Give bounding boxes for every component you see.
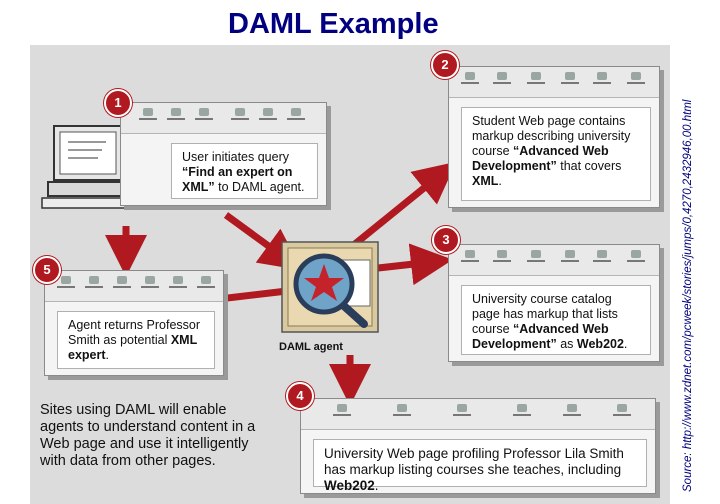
step-2-badge: 2 <box>431 51 459 79</box>
browser-toolbar <box>301 399 655 430</box>
step-text: University Web page profiling Professor … <box>324 446 624 477</box>
arrow-agent-to-3 <box>377 243 453 286</box>
step-text-bold: Web202 <box>576 337 624 351</box>
step-2-text: Student Web page contains markup describ… <box>461 107 651 201</box>
daml-agent-label: DAML agent <box>279 341 343 353</box>
step-5-text: Agent returns Professor Smith as potenti… <box>57 311 215 369</box>
step-text-bold: “Find an expert on XML” <box>182 165 293 194</box>
step-3-badge: 3 <box>432 226 460 254</box>
step-text: as <box>556 337 577 351</box>
step-text: Agent returns Professor Smith as potenti… <box>68 318 201 347</box>
step-text: that covers <box>556 159 622 173</box>
step-5-window: Agent returns Professor Smith as potenti… <box>44 270 224 376</box>
step-text-bold: Web202 <box>324 478 375 493</box>
browser-toolbar <box>121 103 326 134</box>
step-text: . <box>498 174 502 188</box>
step-2-window: Student Web page contains markup describ… <box>448 66 660 208</box>
step-text: Student Web page contains markup describ… <box>472 114 631 158</box>
step-1-badge: 1 <box>104 89 132 117</box>
step-4-text: University Web page profiling Professor … <box>313 439 647 493</box>
browser-toolbar <box>45 271 223 302</box>
step-text: to DAML agent. <box>214 180 305 194</box>
arrow-1-to-agent <box>223 212 302 271</box>
step-4-window: University Web page profiling Professor … <box>300 398 656 494</box>
arrow-agent-to-2 <box>347 161 457 251</box>
caption-text: Sites using DAML will enable agents to u… <box>40 402 256 469</box>
step-text-bold: XML <box>472 174 499 188</box>
step-3-window: University course catalog page has marku… <box>448 244 660 362</box>
step-text: User initiates query <box>182 150 289 164</box>
step-text: . <box>623 337 628 351</box>
step-text: . <box>374 478 379 493</box>
step-4-badge: 4 <box>286 382 314 410</box>
page-title: DAML Example <box>228 8 439 40</box>
step-1-window: User initiates query “Find an expert on … <box>120 102 327 206</box>
step-text: . <box>105 348 110 362</box>
step-text-bold: “Advanced Web Development” <box>472 322 609 351</box>
browser-toolbar <box>449 67 659 98</box>
step-5-badge: 5 <box>33 256 61 284</box>
daml-agent-icon <box>281 241 379 333</box>
step-1-text: User initiates query “Find an expert on … <box>171 143 318 199</box>
browser-toolbar <box>449 245 659 276</box>
step-3-text: University course catalog page has marku… <box>461 285 651 355</box>
step-text-bold: “Advanced Web Development” <box>472 144 609 173</box>
step-text-bold: XML expert <box>68 333 198 362</box>
computer-icon <box>41 125 135 209</box>
step-text: University course catalog page has marku… <box>472 292 618 336</box>
